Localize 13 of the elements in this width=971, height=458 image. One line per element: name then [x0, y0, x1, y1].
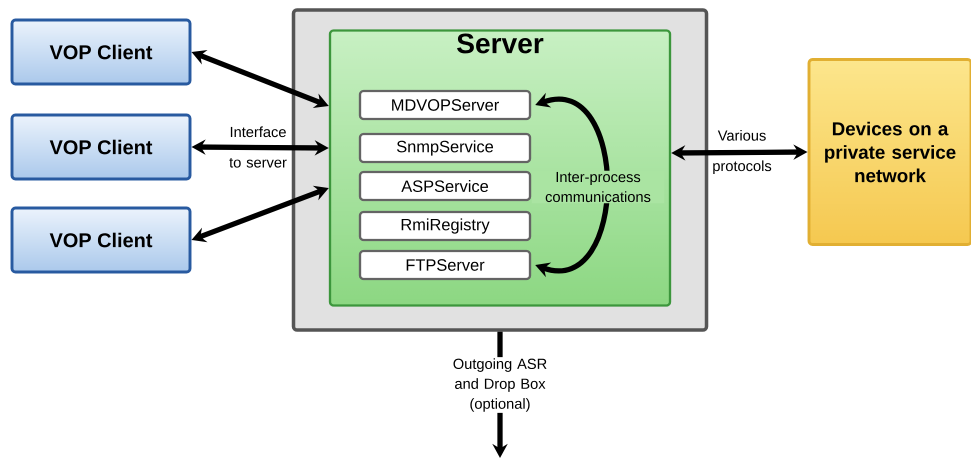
edge-label: Interface to server: [229, 126, 287, 168]
device-box: Devices on a private service network: [808, 58, 971, 246]
client-box: VOP Client: [10, 18, 192, 86]
service-box: FTPServer: [358, 250, 532, 280]
edge-label: Various protocols: [713, 130, 772, 174]
client-box: VOP Client: [10, 114, 192, 180]
client-box: VOP Client: [10, 206, 192, 274]
edge-label: Outgoing ASR and Drop Box (optional): [438, 357, 562, 413]
edge-label: Inter-process communications: [532, 170, 664, 204]
service-box: ASPService: [358, 170, 532, 202]
service-box: SnmpService: [358, 132, 532, 164]
service-box: MDVOPServer: [358, 90, 532, 120]
service-box: RmiRegistry: [358, 210, 532, 242]
